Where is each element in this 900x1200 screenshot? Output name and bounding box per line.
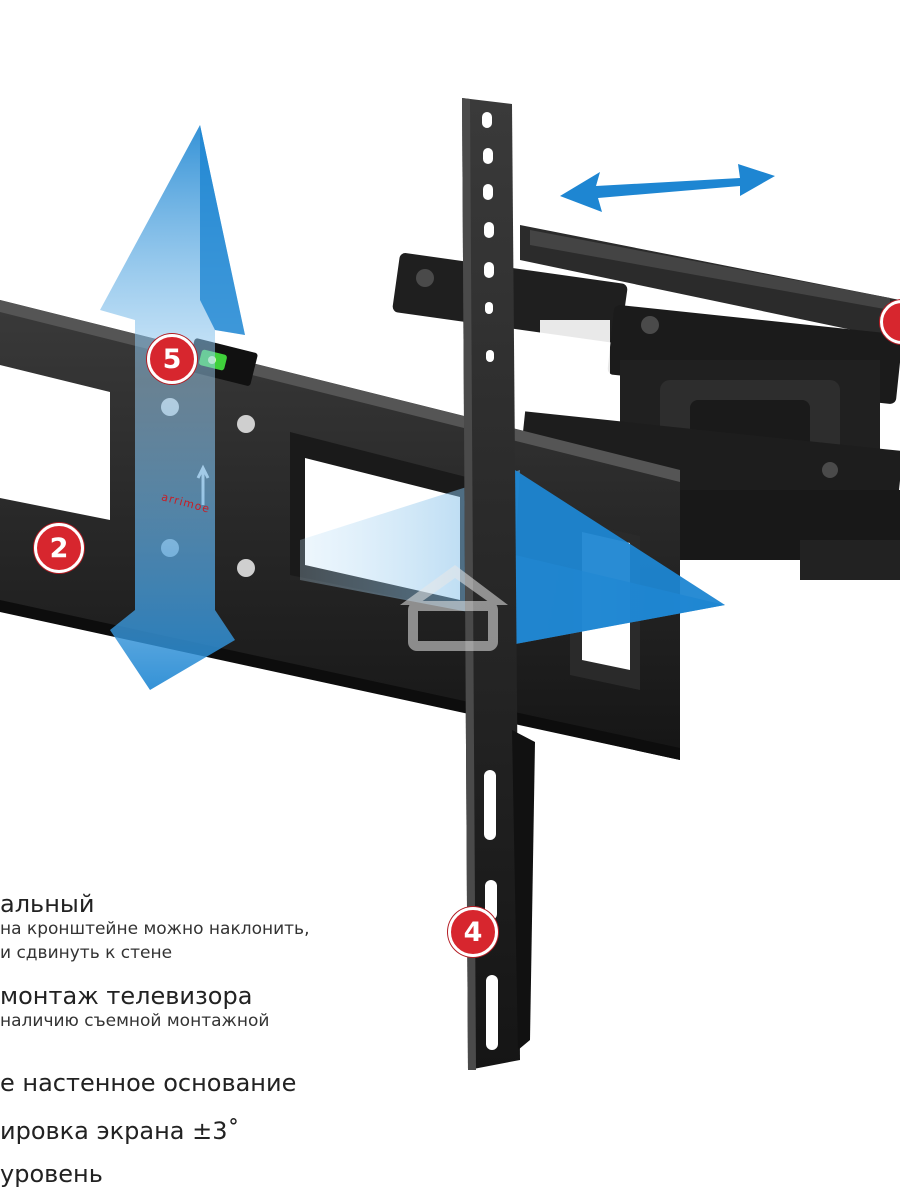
house-icon <box>400 565 508 651</box>
feature-1-sub-2: и сдвинуть к стене <box>0 943 173 963</box>
feature-2-title: монтаж телевизора <box>0 982 253 1010</box>
badge-4: 4 <box>448 907 498 957</box>
feature-4-title: ировка экрана ±3˚ <box>0 1117 240 1145</box>
feature-5-title: уровень <box>0 1160 103 1188</box>
badge-5: 5 <box>147 334 197 384</box>
feature-3-title: е настенное основание <box>0 1069 297 1097</box>
feature-1-sub-1: на кронштейне можно наклонить, <box>0 919 310 939</box>
badge-2: 2 <box>34 523 84 573</box>
feature-1-title: альный <box>0 890 95 918</box>
feature-2-sub-1: наличию съемной монтажной <box>0 1011 270 1031</box>
horizontal-swivel-arrow-icon <box>560 164 775 212</box>
vertical-tilt-arrow-icon <box>100 125 245 690</box>
